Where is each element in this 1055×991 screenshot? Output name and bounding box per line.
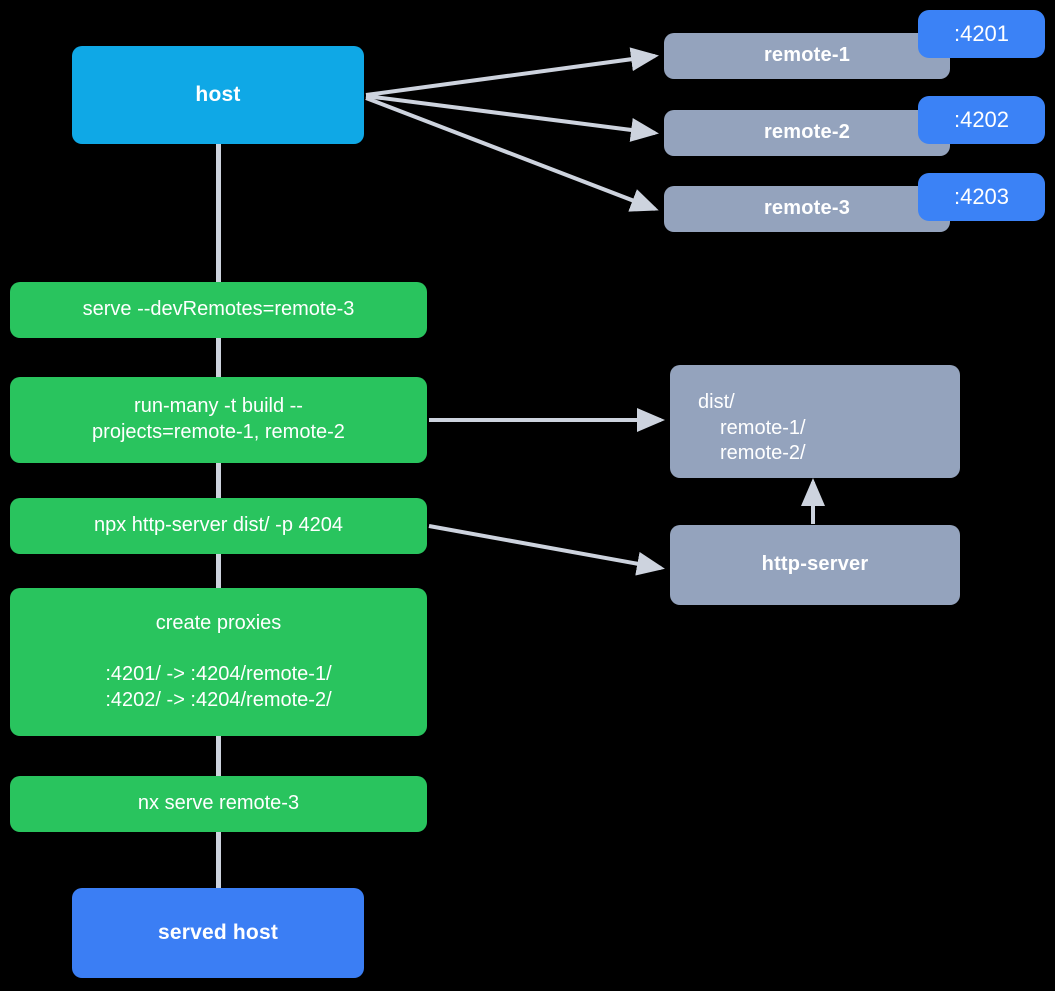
node-command-create-proxies-line-2: :4202/ -> :4204/remote-2/ <box>105 688 332 711</box>
edge-host-remote-3 <box>365 96 659 212</box>
port-badge-remote-3[interactable]: :4203 <box>918 173 1045 221</box>
node-host-label: host <box>195 82 241 106</box>
node-command-serve[interactable]: serve --devRemotes=remote-3 <box>10 282 427 338</box>
node-dist-child-1-label: remote-1/ <box>720 416 806 439</box>
node-command-npx-http-server[interactable]: npx http-server dist/ -p 4204 <box>10 498 427 554</box>
node-served-host-label: served host <box>157 920 279 944</box>
port-badge-remote-3-label: :4203 <box>953 183 1010 209</box>
node-command-create-proxies-title: create proxies <box>155 611 282 634</box>
node-command-npx-http-server-label: npx http-server dist/ -p 4204 <box>93 514 343 537</box>
node-dist-child-2-label: remote-2/ <box>720 442 806 465</box>
spine-runmany-to-httpcmd <box>216 460 221 502</box>
edge-host-remote-2 <box>365 94 659 142</box>
spine-host-to-serve <box>216 140 221 290</box>
node-served-host[interactable]: served host <box>72 888 364 978</box>
spine-nxserve-to-servedhost <box>216 828 221 890</box>
node-remote-3-label: remote-3 <box>763 197 851 220</box>
edge-httpcmd-httpserver <box>428 524 665 576</box>
node-dist-tree[interactable]: dist/ remote-1/ remote-2/ <box>670 365 960 478</box>
node-remote-2[interactable]: remote-2 <box>664 110 950 156</box>
port-badge-remote-1-label: :4201 <box>953 20 1010 46</box>
node-command-create-proxies[interactable]: create proxies :4201/ -> :4204/remote-1/… <box>10 588 427 736</box>
node-remote-1-label: remote-1 <box>763 44 851 67</box>
port-badge-remote-2-label: :4202 <box>953 106 1010 132</box>
spine-httpcmd-to-proxies <box>216 546 221 590</box>
node-http-server-label: http-server <box>761 553 869 576</box>
node-command-run-many[interactable]: run-many -t build -- projects=remote-1, … <box>10 377 427 463</box>
edge-host-remote-1 <box>365 47 659 97</box>
node-remote-1[interactable]: remote-1 <box>664 33 950 79</box>
node-remote-2-label: remote-2 <box>763 121 851 144</box>
port-badge-remote-2[interactable]: :4202 <box>918 96 1045 144</box>
spine-serve-to-runmany <box>216 336 221 380</box>
node-dist-root-label: dist/ <box>698 391 735 414</box>
node-command-nx-serve[interactable]: nx serve remote-3 <box>10 776 427 832</box>
node-http-server[interactable]: http-server <box>670 525 960 605</box>
node-command-run-many-line-2: projects=remote-1, remote-2 <box>92 421 345 443</box>
port-badge-remote-1[interactable]: :4201 <box>918 10 1045 58</box>
node-host[interactable]: host <box>72 46 364 144</box>
node-remote-3[interactable]: remote-3 <box>664 186 950 232</box>
node-command-nx-serve-label: nx serve remote-3 <box>137 792 300 815</box>
node-command-serve-label: serve --devRemotes=remote-3 <box>82 298 355 321</box>
node-command-create-proxies-line-1: :4201/ -> :4204/remote-1/ <box>105 663 332 686</box>
spine-proxies-to-nxserve <box>216 734 221 776</box>
node-command-run-many-line-1: run-many -t build -- <box>134 395 303 418</box>
